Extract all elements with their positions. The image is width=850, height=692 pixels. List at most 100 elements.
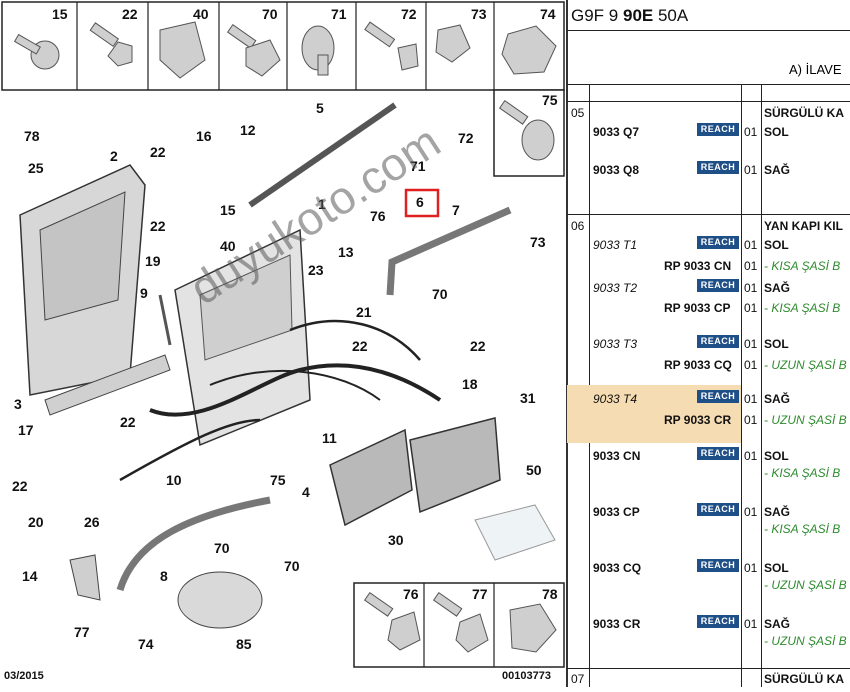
callout: 20 [28,514,44,530]
col-rule [741,84,742,687]
section-title: SÜRGÜLÜ KA [764,106,844,120]
part-qty: 01 [744,163,758,177]
callout: 75 [270,472,286,488]
part-number[interactable]: 9033 T3 [593,337,638,351]
reach-badge: REACH [697,447,739,460]
replacement-part[interactable]: RP 9033 CQ [664,358,732,372]
section-number: 06 [571,219,585,233]
callout: 70 [214,540,230,556]
callout: 7 [452,202,460,218]
callout-highlighted: 6 [416,194,424,210]
callout: 22 [150,218,166,234]
callout: 70 [284,558,300,574]
replacement-part[interactable]: RP 9033 CN [664,259,732,273]
part-side: SOL [764,561,789,575]
callout: 15 [220,202,236,218]
part-note: - UZUN ŞASİ B [764,578,847,592]
header-code: G9F 9 [571,6,619,25]
part-number[interactable]: 9033 CP [593,505,640,519]
reach-badge: REACH [697,335,739,348]
box-label: 77 [472,586,488,602]
part-side: SAĞ [764,392,791,406]
part-side: SAĞ [764,505,791,519]
callout: 17 [18,422,34,438]
callout: 14 [22,568,38,584]
callout: 31 [520,390,536,406]
callout: 72 [458,130,474,146]
section-title: SÜRGÜLÜ KA [764,672,844,686]
box-label: 40 [193,6,209,22]
replacement-qty: 01 [744,301,758,315]
callout: 22 [120,414,136,430]
box-label: 15 [52,6,68,22]
callout: 71 [410,158,426,174]
exploded-parts-diagram: 15 22 40 70 71 72 73 74 75 76 77 78 78 2… [1,1,565,682]
part-number[interactable]: 9033 T1 [593,238,638,252]
callout: 22 [470,338,486,354]
section-number: 07 [571,672,585,686]
part-note: - KISA ŞASİ B [764,522,841,536]
box-label: 74 [540,6,556,22]
callout: 78 [24,128,40,144]
part-note: - UZUN ŞASİ B [764,358,847,372]
box-label: 71 [331,6,347,22]
part-number[interactable]: 9033 T4 [593,392,638,406]
diagram-svg [1,1,565,668]
callout: 73 [530,234,546,250]
reach-badge: REACH [697,123,739,136]
replacement-qty: 01 [744,413,758,427]
part-qty: 01 [744,392,758,406]
callout: 5 [316,100,324,116]
part-qty: 01 [744,337,758,351]
callout: 23 [308,262,324,278]
reach-badge: REACH [697,390,739,403]
part-number[interactable]: 9033 CN [593,449,641,463]
callout: 12 [240,122,256,138]
part-side: SAĞ [764,163,791,177]
callout: 21 [356,304,372,320]
part-number[interactable]: 9033 Q8 [593,163,640,177]
part-side: SAĞ [764,281,791,295]
part-number[interactable]: 9033 CR [593,617,641,631]
part-qty: 01 [744,561,758,575]
section-rule [567,668,850,669]
part-note: - KISA ŞASİ B [764,301,841,315]
additional-note: A) İLAVE [789,62,842,77]
box-label: 73 [471,6,487,22]
part-note: - UZUN ŞASİ B [764,413,847,427]
callout: 9 [140,285,148,301]
callout: 19 [145,253,161,269]
replacement-part[interactable]: RP 9033 CP [664,301,731,315]
reach-badge: REACH [697,161,739,174]
replacement-part[interactable]: RP 9033 CR [664,413,732,427]
part-qty: 01 [744,505,758,519]
diagram-doc-number: 00103773 [502,670,551,682]
callout: 22 [12,478,28,494]
callout: 70 [432,286,448,302]
part-number[interactable]: 9033 Q7 [593,125,640,139]
section-rule [567,214,850,215]
part-qty: 01 [744,281,758,295]
callout: 8 [160,568,168,584]
box-label: 76 [403,586,419,602]
part-number[interactable]: 9033 CQ [593,561,642,575]
callout: 16 [196,128,212,144]
reach-badge: REACH [697,236,739,249]
reach-badge: REACH [697,615,739,628]
part-side: SAĞ [764,617,791,631]
callout: 76 [370,208,386,224]
part-note: - KISA ŞASİ B [764,259,841,273]
reach-badge: REACH [697,279,739,292]
callout: 74 [138,636,154,652]
parts-list-panel: G9F 9 90E 50A A) İLAVE 05 SÜRGÜLÜ KA 903… [567,0,850,687]
callout: 77 [74,624,90,640]
part-side: SOL [764,449,789,463]
replacement-qty: 01 [744,259,758,273]
callout: 25 [28,160,44,176]
part-note: - UZUN ŞASİ B [764,634,847,648]
header-rule [567,30,850,31]
callout: 30 [388,532,404,548]
part-side: SOL [764,125,789,139]
part-number[interactable]: 9033 T2 [593,281,638,295]
part-qty: 01 [744,238,758,252]
